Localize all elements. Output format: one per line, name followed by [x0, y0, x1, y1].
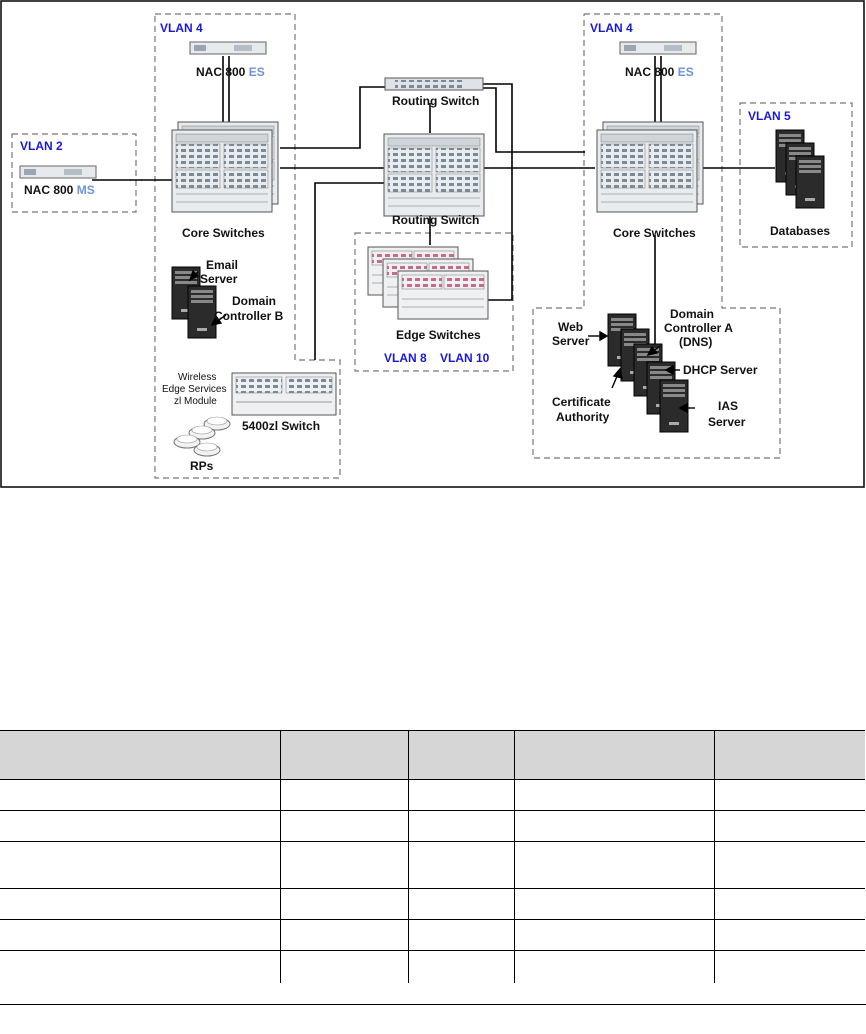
- table-row: [0, 888, 865, 920]
- vlan10-label: VLAN 10: [440, 351, 490, 365]
- switch-5400zl: [231, 372, 337, 416]
- nac-es-label-left: NAC 800 ES: [196, 65, 265, 79]
- table-header-cell: [279, 730, 408, 780]
- certificate-authority-label-line1: Certificate: [552, 395, 611, 409]
- table-row: [0, 919, 865, 951]
- domain-controller-b-icon: [187, 285, 217, 339]
- wireless-module-label-line3: zl Module: [174, 396, 217, 407]
- table-cell: [279, 779, 408, 811]
- web-server-label-line1: Web: [558, 320, 583, 334]
- table-cell: [513, 919, 714, 951]
- table-cell: [513, 841, 714, 889]
- nac-ms-label: NAC 800 MS: [24, 183, 95, 197]
- core-switches-left-label: Core Switches: [182, 226, 265, 240]
- vlan4-left-label: VLAN 4: [160, 21, 203, 35]
- rps-label: RPs: [190, 459, 214, 473]
- table-cell: [0, 919, 280, 951]
- vlan4-right-region: [532, 13, 781, 459]
- table-cell: [713, 888, 865, 920]
- domain-controller-b-label-line2: Controller B: [214, 309, 284, 323]
- vlan8-label: VLAN 8: [384, 351, 427, 365]
- nac-es-appliance-left: [189, 41, 267, 55]
- table-header-cell: [0, 730, 280, 780]
- routing-switch-middle: [383, 133, 485, 217]
- nac-ms-appliance: [19, 165, 97, 179]
- table-cell: [279, 810, 408, 842]
- wireless-module-label-line2: Edge Services: [162, 384, 226, 395]
- dhcp-server-label: DHCP Server: [683, 363, 758, 377]
- vlan5-region: [739, 102, 853, 248]
- table-cell: [279, 841, 408, 889]
- table-cell: [513, 950, 714, 983]
- domain-controller-a-label-line2: Controller A: [664, 321, 733, 335]
- network-diagram: VLAN 4 VLAN 4 VLAN 2 VLAN 5 VLAN 8 VLAN …: [0, 0, 865, 488]
- table-cell: [713, 810, 865, 842]
- table-header-cell: [513, 730, 714, 780]
- domain-controller-b-label-line1: Domain: [232, 294, 276, 308]
- vlan2-label: VLAN 2: [20, 139, 63, 153]
- databases-label: Databases: [770, 224, 830, 238]
- table-cell: [0, 810, 280, 842]
- core-switches-right-label: Core Switches: [613, 226, 696, 240]
- table-cell: [713, 779, 865, 811]
- table-cell: [0, 951, 280, 984]
- table-cell: [407, 779, 514, 811]
- table-header-cell: [407, 730, 514, 780]
- table-cell: [407, 810, 514, 842]
- core-switches-left: [171, 121, 279, 213]
- switch-5400zl-label: 5400zl Switch: [242, 419, 320, 433]
- vlan2-region: [11, 133, 137, 213]
- table-cell: [713, 919, 865, 951]
- routing-switch-top-label: Routing Switch: [392, 94, 479, 108]
- table-cell: [407, 841, 514, 889]
- table-cell: [513, 779, 714, 811]
- table-cell: [513, 810, 714, 842]
- ias-server-label-line1: IAS: [718, 399, 738, 413]
- table-row: [0, 950, 865, 984]
- vlan4-right-label: VLAN 4: [590, 21, 633, 35]
- table-row: [0, 779, 865, 811]
- table-cell: [0, 779, 280, 811]
- table-cell: [0, 841, 280, 889]
- routing-switch-middle-label: Routing Switch: [392, 213, 479, 227]
- diagram-frame: [0, 0, 865, 488]
- page-bottom-rule: [0, 1004, 866, 1005]
- table-cell: [407, 919, 514, 951]
- vlan5-label: VLAN 5: [748, 109, 791, 123]
- email-server-label-line2: Server: [200, 272, 238, 286]
- web-server-label-line2: Server: [552, 334, 590, 348]
- table-cell: [713, 841, 865, 889]
- wireless-module-label-line1: Wireless: [178, 372, 216, 383]
- data-table: [0, 730, 865, 983]
- table-cell: [279, 919, 408, 951]
- table-row: [0, 810, 865, 842]
- table-header-row: [0, 730, 865, 780]
- edge-switches: [367, 246, 489, 320]
- core-switches-right: [596, 121, 704, 213]
- table-row: [0, 841, 865, 889]
- certificate-authority-label-line2: Authority: [556, 410, 610, 424]
- table-cell: [279, 888, 408, 920]
- vlan4-left-region: [154, 13, 341, 479]
- table-cell: [0, 888, 280, 920]
- email-server-label-line1: Email: [206, 258, 238, 272]
- table-header-cell: [713, 730, 865, 780]
- edge-switches-label: Edge Switches: [396, 328, 481, 342]
- rp-access-points: [173, 416, 231, 457]
- vlan-edge-region: [354, 232, 514, 372]
- routing-switch-top: [384, 77, 484, 91]
- nac-es-label-right: NAC 800 ES: [625, 65, 694, 79]
- domain-controller-a-label-line3: (DNS): [679, 335, 712, 349]
- databases-icon: [775, 129, 825, 209]
- table-cell: [513, 888, 714, 920]
- table-cell: [279, 950, 408, 983]
- domain-controller-a-label-line1: Domain: [670, 307, 714, 321]
- nac-es-appliance-right: [619, 41, 697, 55]
- table-cell: [713, 950, 865, 983]
- table-cell: [407, 950, 514, 983]
- ias-server-label-line2: Server: [708, 415, 746, 429]
- table-cell: [407, 888, 514, 920]
